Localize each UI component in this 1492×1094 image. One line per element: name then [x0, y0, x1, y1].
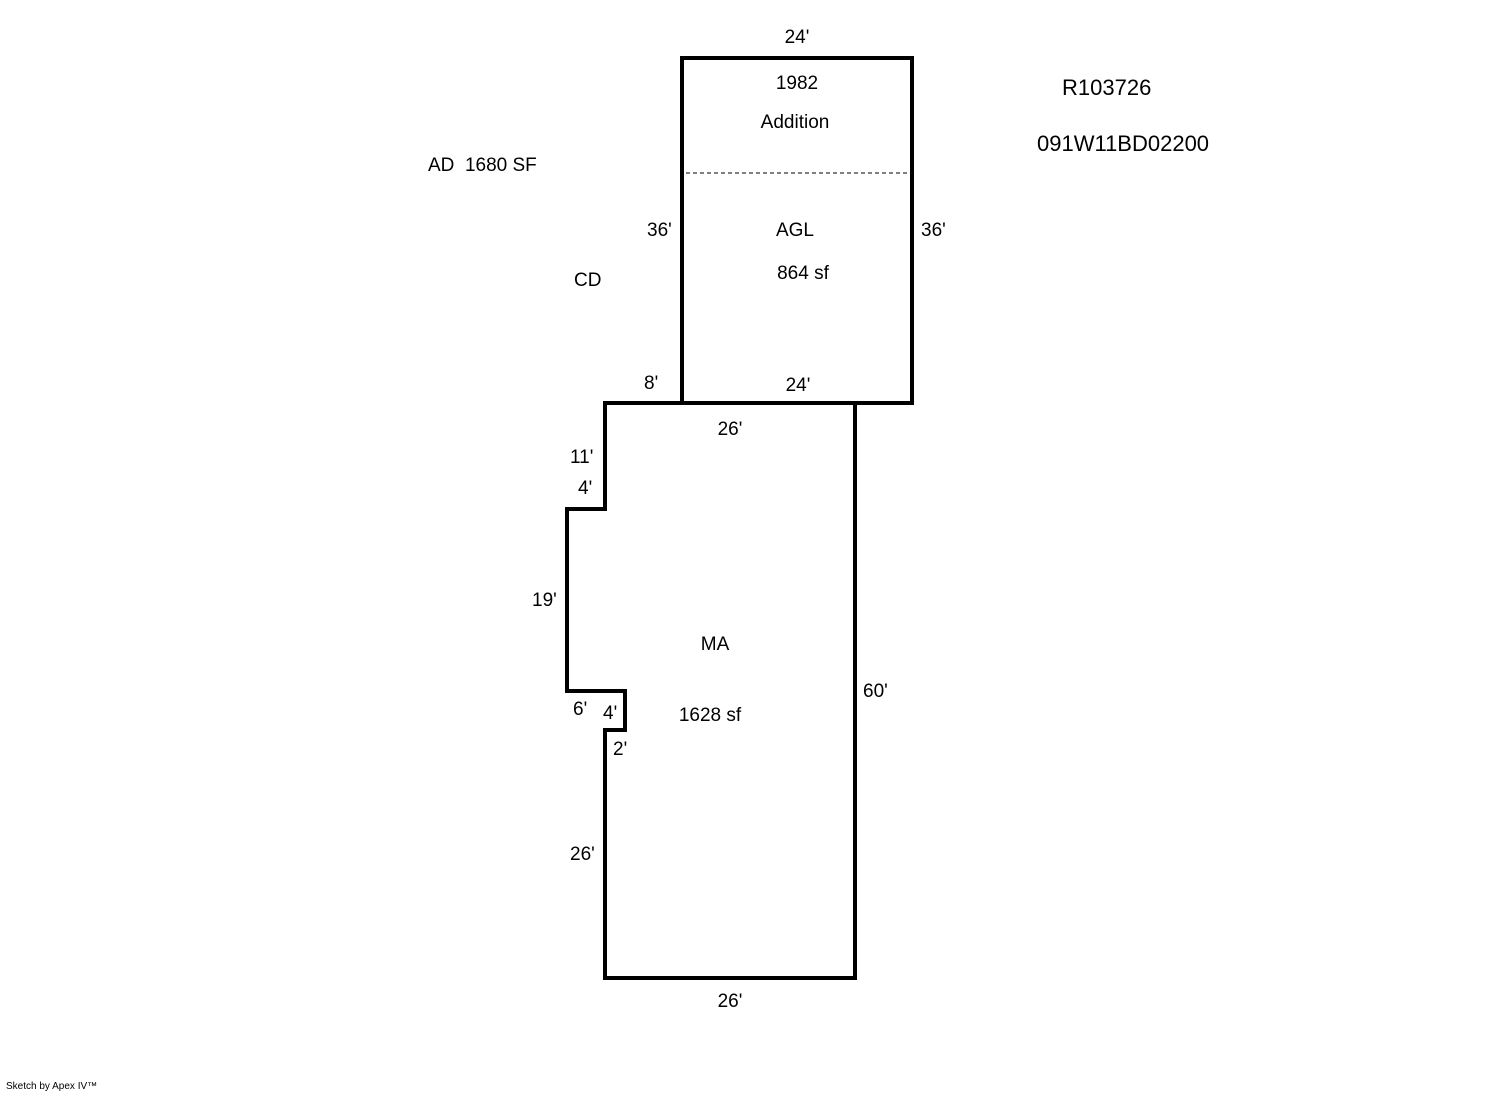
- main-area-size: 1628 sf: [678, 705, 742, 726]
- jog-lower-right-dimension: 4': [603, 703, 618, 724]
- addition-outline: [680, 56, 914, 405]
- main-bottom-dimension: 26': [717, 991, 743, 1012]
- code-label: CD: [574, 270, 602, 291]
- addition-year: 1982: [775, 73, 819, 94]
- main-top-dimension: 26': [717, 419, 743, 440]
- main-right-dimension: 60': [863, 681, 888, 702]
- addition-code: AGL: [775, 220, 815, 241]
- addition-size: 864 sf: [777, 263, 829, 284]
- main-left-lower-dimension: 26': [570, 844, 595, 865]
- offset-dimension: 8': [644, 373, 659, 394]
- jog-upper-dimension: 4': [578, 478, 593, 499]
- addition-top-dimension: 24': [784, 27, 810, 48]
- parcel-id: R103726: [1062, 75, 1152, 100]
- jog-lower-left-dimension: 6': [573, 699, 588, 720]
- sketch-credit: Sketch by Apex IV™: [6, 1081, 98, 1092]
- addition-left-dimension: 36': [647, 220, 672, 241]
- main-area-code: MA: [700, 634, 730, 655]
- main-left-mid-dimension: 19': [532, 590, 557, 611]
- map-taxlot: 091W11BD02200: [1037, 131, 1210, 156]
- main-left-upper-dimension: 11': [570, 447, 594, 468]
- total-area-label: AD 1680 SF: [428, 155, 537, 176]
- jog-step-dimension: 2': [613, 739, 628, 760]
- addition-bottom-dimension: 24': [785, 375, 811, 396]
- addition-right-dimension: 36': [921, 220, 946, 241]
- main-area-outline: [565, 401, 857, 980]
- addition-label: Addition: [760, 112, 830, 133]
